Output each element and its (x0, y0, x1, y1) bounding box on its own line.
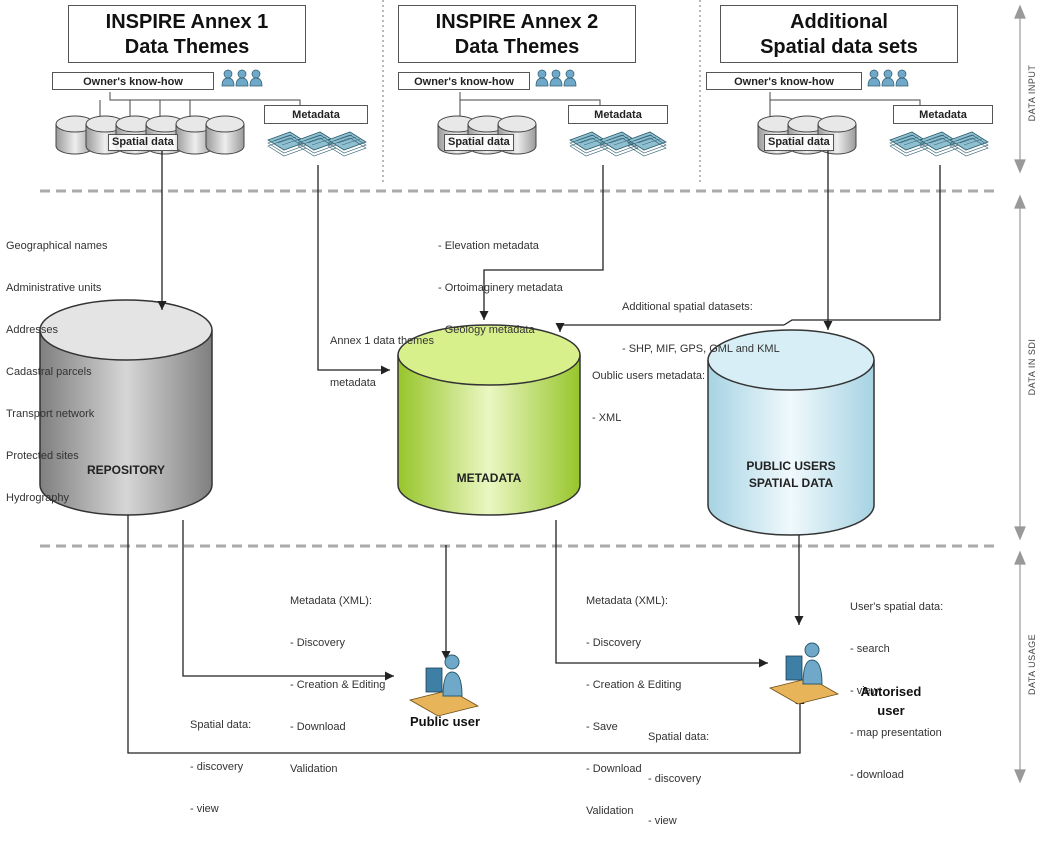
usage-note-line: Spatial data: (190, 719, 252, 731)
usage-note-line: - discovery (648, 773, 702, 785)
section-dividers (40, 189, 1000, 548)
side-range-arrows (1014, 4, 1026, 784)
annex1-theme-item: Administrative units (6, 282, 102, 294)
additional-title-line1: Additional (790, 11, 888, 33)
annex1-title-line2: Data Themes (124, 36, 250, 58)
usage-note-line: - discovery (190, 761, 244, 773)
annex1-title-line1: INSPIRE Annex 1 (105, 11, 269, 33)
public-users-metadata-note: Oublic users metadata: - XML (592, 341, 705, 439)
public-users-database (707, 329, 875, 536)
annex1-metadata-note-line: Annex 1 data themes (330, 335, 434, 347)
additional-knowhow-box: Owner's know-how (706, 72, 862, 90)
usage-note-line: - Discovery (290, 637, 346, 649)
additional-title-line2: Spatial data sets (760, 36, 918, 58)
annex2-title-line2: Data Themes (454, 36, 580, 58)
public-users-db-label: PUBLIC USERS SPATIAL DATA (716, 458, 866, 492)
usage-note-line: Metadata (XML): (586, 595, 668, 607)
public-metadata-usage-note: Metadata (XML): - Discovery - Creation &… (290, 566, 385, 790)
metadata-database (397, 324, 581, 516)
annex1-metadata-note-line: metadata (330, 377, 376, 389)
additional-datasets-note: Additional spatial datasets: - SHP, MIF,… (622, 272, 780, 370)
usage-note-line: Spatial data: (648, 731, 710, 743)
usage-note-line: Validation (290, 763, 338, 775)
usage-note-line: - view (190, 803, 219, 815)
additional-metadata-sheets (889, 131, 989, 157)
annex1-themes-list: Geographical names Administrative units … (6, 211, 108, 519)
usage-note-line: - view (850, 685, 879, 697)
additional-title-box: Additional Spatial data sets (720, 5, 958, 63)
autorised-user-icon (768, 642, 840, 705)
usage-note-line: - Download (290, 721, 346, 733)
usage-note-line: - Creation & Editing (290, 679, 386, 691)
annex1-theme-item: Geographical names (6, 240, 108, 252)
public-users-metadata-format: - XML (592, 412, 622, 424)
side-label-data-usage: DATA USAGE (1027, 633, 1037, 695)
autorised-user-label: Autorised user (846, 682, 936, 720)
annex1-title-box: INSPIRE Annex 1 Data Themes (68, 5, 306, 63)
public-users-metadata-heading: Oublic users metadata: (592, 370, 706, 382)
public-users-db-label-line1: PUBLIC USERS (746, 459, 836, 473)
diagram-canvas (39, 0, 1026, 784)
annex1-theme-item: Addresses (6, 324, 58, 336)
side-label-data-input: DATA INPUT (1027, 64, 1037, 122)
annex1-theme-item: Protected sites (6, 450, 79, 462)
autorised-user-label-line2: user (877, 703, 905, 718)
public-spatial-usage-note: Spatial data: - discovery - view (190, 690, 251, 830)
usage-note-line: User's spatial data: (850, 601, 944, 613)
public-users-db-label-line2: SPATIAL DATA (748, 476, 834, 490)
side-label-data-in-sdi: DATA IN SDI (1027, 338, 1037, 396)
usage-note-line: - Download (586, 763, 642, 775)
usage-note-line: - Discovery (586, 637, 642, 649)
annex2-metadata-sheets (569, 131, 667, 157)
annex2-metadata-item: - Geology metadata (438, 324, 535, 336)
annex1-metadata-sheets (267, 131, 367, 157)
annex2-title-line1: INSPIRE Annex 2 (435, 11, 599, 33)
usage-note-line: - search (850, 643, 890, 655)
repository-database (39, 299, 213, 516)
annex2-title-box: INSPIRE Annex 2 Data Themes (398, 5, 636, 63)
annex2-metadata-list: - Elevation metadata - Ortoimaginery met… (438, 211, 563, 351)
public-user-icon (408, 654, 480, 717)
annex2-knowhow-box: Owner's know-how (398, 72, 530, 90)
additional-datasets-heading: Additional spatial datasets: (622, 301, 753, 313)
annex1-metadata-box: Metadata (264, 105, 368, 124)
additional-spatial-label: Spatial data (764, 134, 834, 151)
metadata-db-label: METADATA (456, 471, 522, 485)
additional-metadata-box: Metadata (893, 105, 993, 124)
usage-note-line: - Save (586, 721, 618, 733)
annex2-metadata-item: - Ortoimaginery metadata (438, 282, 563, 294)
flow-arrows (127, 148, 941, 754)
users-spatial-usage-note: User's spatial data: - search - view - m… (850, 572, 943, 796)
column-separators (382, 0, 701, 182)
usage-note-line: - map presentation (850, 727, 942, 739)
autorised-spatial-usage-note: Spatial data: - discovery - view (648, 702, 709, 842)
repository-label: REPOSITORY (86, 463, 166, 477)
annex1-spatial-label: Spatial data (108, 134, 178, 151)
annex1-metadata-note: Annex 1 data themes metadata (330, 306, 434, 404)
usage-note-line: - Creation & Editing (586, 679, 682, 691)
annex2-metadata-box: Metadata (568, 105, 668, 124)
usage-note-line: - download (850, 769, 904, 781)
annex2-spatial-label: Spatial data (444, 134, 514, 151)
public-user-label: Public user (409, 714, 481, 729)
annex1-theme-item: Hydrography (6, 492, 69, 504)
additional-datasets-formats: - SHP, MIF, GPS, GML and KML (622, 343, 780, 355)
annex2-metadata-item: - Elevation metadata (438, 240, 539, 252)
usage-note-line: - view (648, 815, 677, 827)
annex1-theme-item: Cadastral parcels (6, 366, 92, 378)
usage-note-line: Metadata (XML): (290, 595, 372, 607)
annex1-theme-item: Transport network (6, 408, 95, 420)
annex1-knowhow-box: Owner's know-how (52, 72, 214, 90)
autorised-user-label-line1: Autorised (860, 684, 922, 699)
